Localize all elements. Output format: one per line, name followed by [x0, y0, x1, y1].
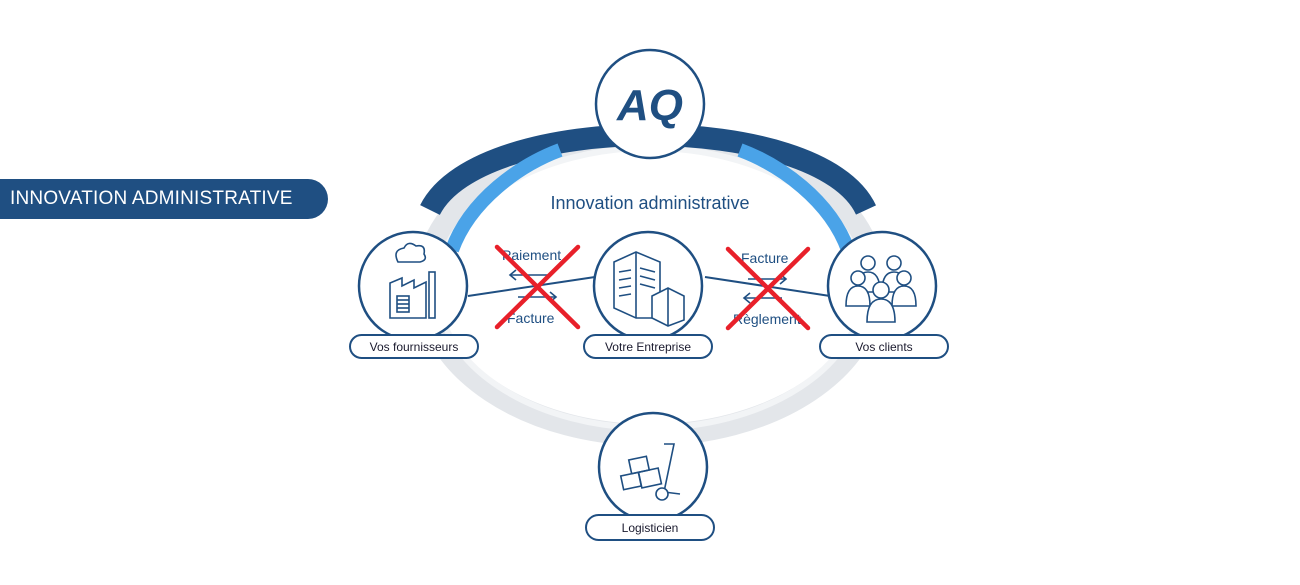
- inner-arc-right: [737, 143, 855, 253]
- right-flow: Facture Règlement: [725, 246, 811, 331]
- company-label-pill: Votre Entreprise: [583, 334, 713, 359]
- clients-label: Vos clients: [855, 340, 912, 354]
- company-label: Votre Entreprise: [605, 340, 691, 354]
- suppliers-label: Vos fournisseurs: [370, 340, 459, 354]
- logistics-label: Logisticien: [622, 521, 679, 535]
- building-icon: [613, 251, 685, 327]
- inner-arc-left: [445, 143, 563, 253]
- left-flow-top-label: Paiement: [502, 247, 561, 263]
- company-node: [592, 230, 704, 342]
- right-flow-top-label: Facture: [741, 250, 789, 266]
- left-flow: Paiement Facture: [494, 244, 581, 330]
- aq-logo: AQ: [594, 48, 706, 160]
- diagram-title: Innovation administrative: [550, 193, 749, 213]
- logistics-node: [597, 411, 709, 523]
- hand-truck-icon: [619, 443, 681, 501]
- left-cross-icon: [494, 244, 581, 330]
- left-flow-bottom-label: Facture: [507, 310, 555, 326]
- logistics-label-pill: Logisticien: [585, 514, 715, 541]
- suppliers-node: [357, 230, 469, 342]
- people-icon: [845, 255, 917, 323]
- clients-node: [826, 230, 938, 342]
- right-flow-bottom-label: Règlement: [733, 311, 801, 327]
- factory-icon: [389, 242, 436, 319]
- suppliers-label-pill: Vos fournisseurs: [349, 334, 479, 359]
- innovation-banner: INNOVATION ADMINISTRATIVE: [0, 179, 328, 219]
- connector-left: [467, 276, 596, 297]
- clients-label-pill: Vos clients: [819, 334, 949, 359]
- right-cross-icon: [725, 246, 811, 331]
- logo-text: AQ: [616, 81, 683, 130]
